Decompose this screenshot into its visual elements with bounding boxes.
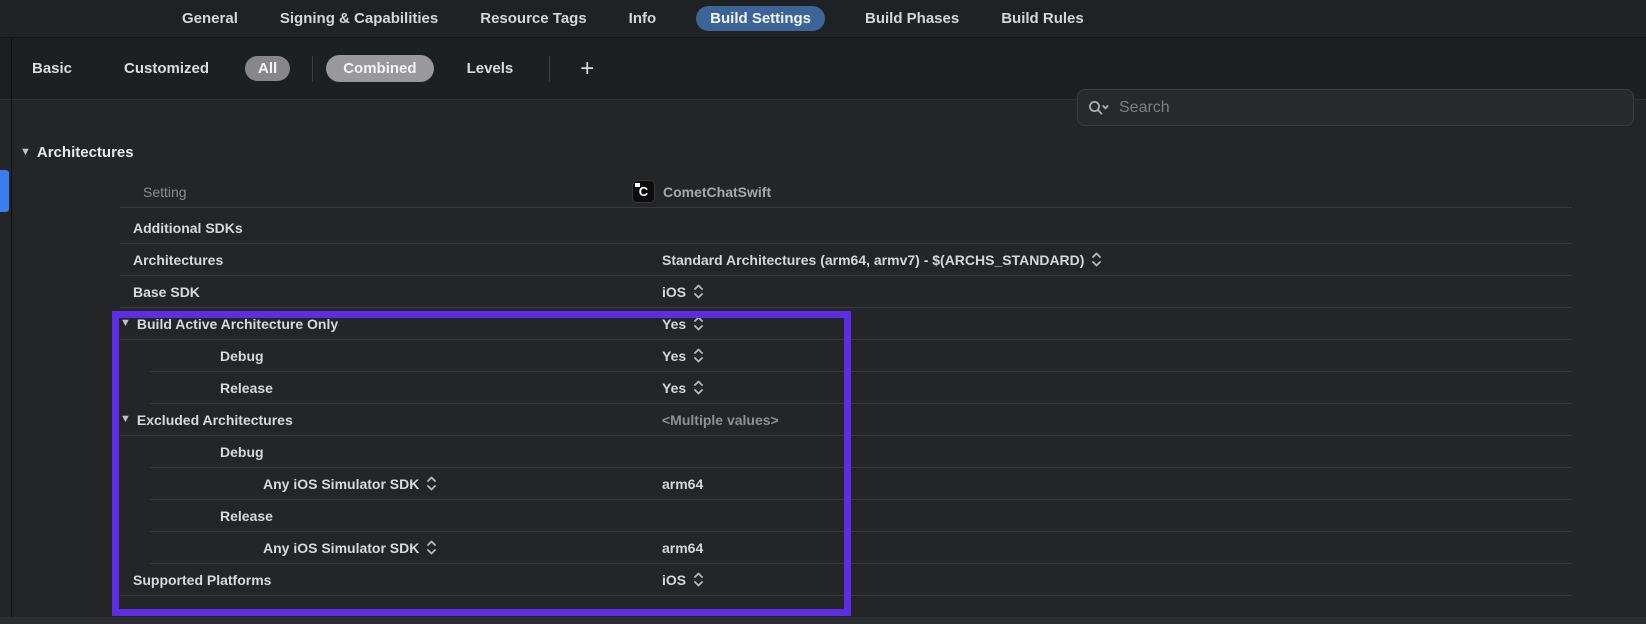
project-editor-tab-bar: General Signing & Capabilities Resource … (0, 0, 1646, 38)
setting-label: Release (220, 379, 273, 396)
view-combined-button[interactable]: Combined (326, 55, 434, 82)
stepper-icon[interactable] (426, 539, 437, 556)
search-field[interactable] (1077, 89, 1634, 126)
stepper-icon[interactable] (693, 283, 704, 300)
search-input[interactable] (1117, 97, 1623, 118)
setting-column-header: Setting (143, 183, 187, 200)
setting-value-text: Yes (662, 315, 687, 332)
add-setting-button[interactable]: + (580, 54, 595, 82)
disclosure-triangle-icon[interactable]: ▼ (120, 413, 131, 425)
setting-value[interactable]: Yes (662, 347, 704, 364)
table-row[interactable]: Release Yes (150, 372, 1572, 404)
setting-label: Any iOS Simulator SDK (263, 539, 420, 556)
disclosure-triangle-icon[interactable]: ▼ (20, 145, 31, 158)
search-icon[interactable] (1088, 100, 1109, 116)
toolbar-divider (312, 55, 314, 82)
tab-info[interactable]: Info (628, 10, 657, 27)
setting-label: Additional SDKs (133, 219, 243, 236)
table-row[interactable]: Additional SDKs (120, 212, 1572, 244)
table-row[interactable]: Release (150, 500, 1572, 532)
tab-build-settings[interactable]: Build Settings (696, 6, 826, 31)
table-row[interactable]: Debug Yes (150, 340, 1572, 372)
group-title: Architectures (36, 143, 134, 161)
setting-label: Release (220, 507, 273, 524)
setting-value[interactable]: Yes (662, 379, 704, 396)
setting-label: Base SDK (133, 283, 200, 300)
tab-resource-tags[interactable]: Resource Tags (480, 10, 587, 27)
target-app-icon-notch (635, 183, 640, 187)
table-row[interactable]: Any iOS Simulator SDK arm64 (150, 532, 1572, 564)
selection-accent-bar (0, 170, 9, 212)
table-row[interactable]: Debug (150, 436, 1572, 468)
setting-value[interactable]: arm64 (662, 476, 703, 492)
table-row[interactable]: ▼ Excluded Architectures <Multiple value… (120, 404, 1572, 436)
disclosure-triangle-icon[interactable]: ▼ (120, 317, 131, 329)
setting-value-text: <Multiple values> (662, 411, 779, 428)
target-app-icon: C (633, 181, 654, 202)
tab-signing-capabilities[interactable]: Signing & Capabilities (279, 10, 439, 27)
group-header-architectures[interactable]: ▼ Architectures (20, 137, 134, 167)
filter-controls: Basic Customized All Combined Levels + (32, 38, 598, 99)
setting-value-text: iOS (662, 571, 687, 588)
target-app-icon-glyph: C (638, 184, 649, 199)
setting-label: Supported Platforms (133, 571, 272, 588)
setting-value-text: arm64 (662, 475, 704, 492)
setting-value[interactable]: Standard Architectures (arm64, armv7) - … (662, 251, 1102, 268)
stepper-icon[interactable] (693, 347, 704, 364)
stepper-icon[interactable] (693, 315, 704, 332)
table-column-header-row: Setting C CometChatSwift (120, 176, 1572, 208)
table-row[interactable]: Supported Platforms iOS (120, 564, 1572, 596)
setting-value[interactable]: iOS (662, 283, 704, 300)
setting-value-text: Yes (662, 379, 687, 396)
setting-label: Debug (220, 347, 264, 364)
toolbar-divider (549, 55, 551, 82)
table-row[interactable]: Any iOS Simulator SDK arm64 (150, 468, 1572, 500)
setting-value-text: iOS (662, 283, 687, 300)
tab-build-phases[interactable]: Build Phases (865, 10, 960, 27)
target-name: CometChatSwift (663, 183, 772, 200)
setting-value[interactable]: iOS (662, 571, 704, 588)
filter-customized-button[interactable]: Customized (124, 60, 210, 77)
setting-label: Debug (220, 443, 264, 460)
stepper-icon[interactable] (693, 571, 704, 588)
stepper-icon[interactable] (1091, 251, 1102, 268)
setting-label: Any iOS Simulator SDK (263, 475, 420, 492)
setting-value-text: Yes (662, 347, 687, 364)
table-row[interactable]: Architectures Standard Architectures (ar… (120, 244, 1572, 276)
table-row[interactable]: ▼ Build Active Architecture Only Yes (120, 308, 1572, 340)
bottom-strip (0, 617, 1646, 624)
setting-value[interactable]: arm64 (662, 540, 703, 556)
setting-value[interactable]: <Multiple values> (662, 412, 779, 428)
view-levels-button[interactable]: Levels (466, 60, 514, 77)
table-row[interactable]: Base SDK iOS (120, 276, 1572, 308)
tab-general[interactable]: General (182, 10, 238, 27)
setting-value-text: Standard Architectures (arm64, armv7) - … (662, 251, 1085, 268)
gutter-divider (11, 38, 12, 624)
tab-build-rules[interactable]: Build Rules (1001, 10, 1084, 27)
target-column-header[interactable]: C CometChatSwift (633, 181, 771, 202)
setting-label: Architectures (133, 251, 224, 268)
filter-all-button[interactable]: All (245, 56, 291, 81)
setting-label: Excluded Architectures (136, 411, 293, 428)
tab-list: General Signing & Capabilities Resource … (180, 0, 1086, 37)
setting-label: Build Active Architecture Only (136, 315, 339, 332)
stepper-icon[interactable] (426, 475, 437, 492)
build-settings-filter-bar: Basic Customized All Combined Levels + (0, 38, 1646, 126)
stepper-icon[interactable] (693, 379, 704, 396)
filter-basic-button[interactable]: Basic (32, 60, 73, 77)
setting-value-text: arm64 (662, 539, 704, 556)
setting-value[interactable]: Yes (662, 315, 704, 332)
